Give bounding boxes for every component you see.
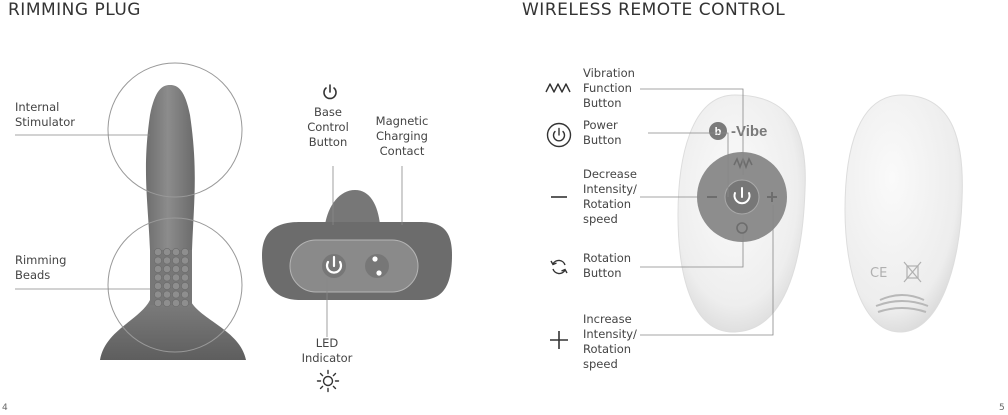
label-line: Contact — [379, 144, 425, 158]
led-indicator-label: LED Indicator — [295, 336, 359, 366]
bead — [163, 256, 171, 265]
rotate-icon — [550, 259, 568, 275]
plug-base-illustration — [262, 190, 452, 300]
rotation-button-label: Rotation Button — [583, 251, 631, 281]
bead — [172, 273, 180, 282]
bead — [154, 290, 162, 299]
bead — [154, 299, 162, 307]
bead — [172, 248, 180, 256]
bead — [163, 265, 171, 273]
label-line: Indicator — [301, 351, 353, 365]
label-line: Control — [307, 120, 349, 134]
right-page-number: 5 — [999, 403, 1005, 413]
left-page-number: 4 — [2, 403, 8, 413]
increase-leader — [640, 205, 774, 336]
label-line: Rotation — [583, 251, 632, 265]
vibration-leader — [640, 88, 744, 175]
label-line: Power — [583, 118, 618, 132]
bead — [154, 265, 162, 273]
label-line: Beads — [15, 268, 51, 282]
power-leader — [648, 132, 729, 197]
remote-back-illustration: CE — [844, 94, 963, 333]
label-line: Internal — [15, 100, 60, 114]
vibration-function-button-label: Vibration Function Button — [583, 66, 635, 111]
bead — [181, 299, 189, 307]
rimming-beads-illustration — [154, 248, 189, 307]
label-line: Button — [308, 135, 348, 149]
label-line: Intensity/ — [583, 327, 637, 341]
bead — [163, 282, 171, 290]
label-line: Button — [583, 133, 622, 147]
label-line: Vibration — [583, 66, 635, 80]
label-line: speed — [583, 212, 618, 226]
label-line: LED — [315, 336, 339, 350]
bead — [181, 273, 189, 282]
bead — [172, 299, 180, 307]
bead — [163, 299, 171, 307]
bead — [181, 282, 189, 290]
magnetic-charging-contact-label: Magnetic Charging Contact — [367, 114, 437, 159]
bead — [154, 282, 162, 290]
increase-intensity-label: Increase Intensity/ Rotation speed — [583, 312, 637, 372]
bead — [172, 265, 180, 273]
label-line: Function — [583, 81, 632, 95]
label-line: Button — [583, 96, 622, 110]
label-line: Stimulator — [15, 115, 76, 129]
label-line: Rimming — [15, 253, 67, 267]
label-line: Decrease — [583, 167, 637, 181]
label-line: speed — [583, 357, 618, 371]
minus-icon — [551, 196, 567, 198]
bead — [172, 256, 180, 265]
sun-led-icon — [316, 369, 340, 393]
label-line: Base — [313, 105, 342, 119]
power-icon — [323, 84, 337, 100]
rotation-leader — [640, 234, 744, 268]
bead — [163, 273, 171, 282]
decrease-intensity-label: Decrease Intensity/ Rotation speed — [583, 167, 637, 227]
label-line: Charging — [376, 129, 428, 143]
bead — [181, 290, 189, 299]
internal-stimulator-callout-circle — [107, 62, 243, 198]
label-line: Magnetic — [375, 114, 429, 128]
plus-icon — [550, 331, 568, 349]
rimming-beads-callout-circle — [107, 217, 243, 353]
bead — [163, 290, 171, 299]
brand-logo-text: -Vibe — [731, 123, 767, 140]
label-line: Intensity/ — [583, 182, 637, 196]
internal-stimulator-label: Internal Stimulator — [15, 100, 75, 130]
left-page-title: RIMMING PLUG — [8, 0, 141, 20]
bead — [181, 265, 189, 273]
remote-front-illustration: b — [677, 94, 806, 333]
bead — [172, 290, 180, 299]
wave-icon — [545, 83, 571, 93]
bead — [163, 248, 171, 256]
base-control-button-label: Base Control Button — [298, 105, 358, 150]
label-line: Button — [583, 266, 622, 280]
rimming-plug-illustration — [100, 85, 246, 360]
bead — [181, 256, 189, 265]
label-line: Rotation — [583, 342, 632, 356]
bead — [172, 282, 180, 290]
bead — [154, 248, 162, 256]
bead — [154, 273, 162, 282]
label-line: Increase — [583, 312, 632, 326]
label-line: Rotation — [583, 197, 632, 211]
power-circle-icon — [546, 122, 572, 148]
svg-text:b: b — [715, 126, 722, 138]
svg-text:CE: CE — [870, 266, 887, 281]
rimming-beads-label: Rimming Beads — [15, 253, 66, 283]
bead — [154, 256, 162, 265]
power-button-label: Power Button — [583, 118, 622, 148]
bead — [181, 248, 189, 256]
right-page-title: WIRELESS REMOTE CONTROL — [522, 0, 786, 20]
